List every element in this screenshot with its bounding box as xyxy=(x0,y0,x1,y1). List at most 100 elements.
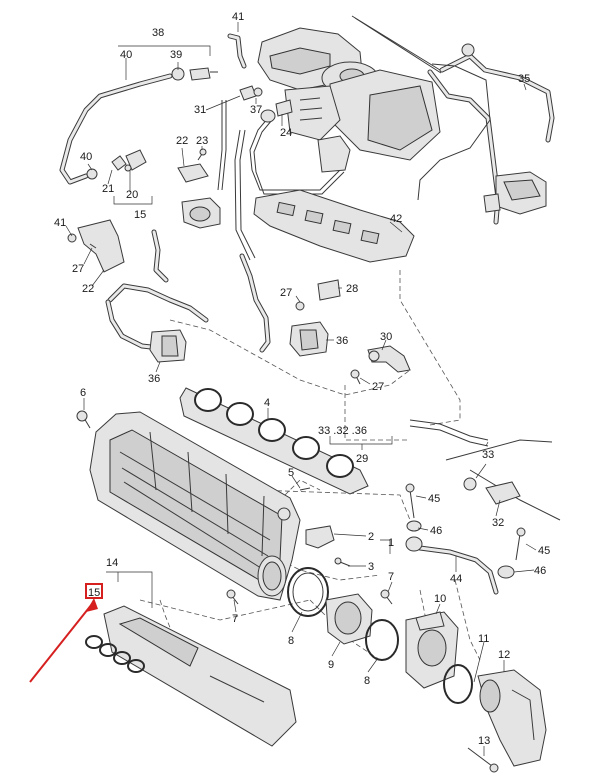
bracket-30 xyxy=(367,345,411,373)
label-43: 42 xyxy=(390,213,402,225)
bracket-24 xyxy=(177,163,209,183)
label-45-left: 45 xyxy=(428,493,440,505)
screw-7-right-head xyxy=(380,589,390,599)
bracket-32 xyxy=(485,481,521,505)
label-7-left: 7 xyxy=(232,613,238,625)
label-31: 31 xyxy=(194,104,206,116)
screw-3 xyxy=(339,561,351,567)
gasket-11 xyxy=(443,664,473,704)
clamp-33 xyxy=(463,477,477,491)
label-6: 6 xyxy=(80,387,86,399)
label-40-lower: 40 xyxy=(80,151,92,163)
fitting-39 xyxy=(189,67,211,81)
washer-46-left-b xyxy=(406,520,422,532)
solenoid-valve-left xyxy=(181,197,221,229)
label-15: 15 xyxy=(88,587,100,599)
screw-7-left-head xyxy=(226,589,236,599)
label-27-center: 27 xyxy=(280,287,292,299)
label-32: 32 xyxy=(492,517,504,529)
label-11: 11 xyxy=(478,633,489,645)
elbow-26-left xyxy=(260,109,276,123)
intake-pipe-12 xyxy=(477,669,547,767)
label-8-left: 8 xyxy=(288,635,294,647)
highlight-arrow-line xyxy=(29,603,93,683)
bracket-2 xyxy=(305,525,335,549)
screw-3-head xyxy=(334,557,342,565)
valve-36-left xyxy=(149,329,187,363)
label-14: 14 xyxy=(106,557,118,569)
bolt-6-head xyxy=(76,410,88,422)
label-33: 33 xyxy=(482,449,494,461)
hose-40 xyxy=(59,73,173,185)
part-31 xyxy=(239,85,257,101)
bolt-45-left xyxy=(409,489,415,519)
label-5: 5 xyxy=(288,467,294,479)
label-12: 12 xyxy=(498,649,510,661)
clamp-40 xyxy=(86,168,98,180)
bolt-13 xyxy=(467,747,493,767)
washer-46-right xyxy=(497,565,515,579)
screw-25-head xyxy=(199,148,207,156)
label-46-right: 46 xyxy=(534,565,546,577)
label-46-left: 46 xyxy=(430,525,442,537)
adapter-9 xyxy=(325,593,373,645)
bolt-45-right xyxy=(515,533,521,561)
label-41: 41 xyxy=(232,11,244,23)
label-10: 10 xyxy=(434,593,446,605)
bracket-23 xyxy=(77,219,125,273)
label-29: 29 xyxy=(356,453,368,465)
label-38: 38 xyxy=(152,27,164,39)
bolt-45-left-head xyxy=(405,483,415,493)
throttle-body-10 xyxy=(405,611,459,689)
label-33-32-36: 33 .32 .36 xyxy=(318,425,367,437)
bolt-42 xyxy=(67,233,77,243)
gasket-4 xyxy=(179,387,369,495)
label-8-right: 8 xyxy=(364,675,370,687)
bracket-28 xyxy=(317,279,341,301)
hose-clamp-top xyxy=(461,43,475,57)
top-rod-edge xyxy=(354,17,442,74)
bolt-45-right-head xyxy=(516,527,526,537)
label-2: 2 xyxy=(368,531,374,543)
washer-46-left xyxy=(405,536,423,552)
valve-center xyxy=(317,135,351,173)
part-37 xyxy=(253,87,263,97)
label-21: 20 xyxy=(126,189,138,201)
rail-43 xyxy=(253,189,415,263)
hose-29-33 xyxy=(409,419,561,521)
part-26 xyxy=(275,99,293,117)
label-13: 13 xyxy=(478,735,490,747)
gasket-8-left xyxy=(287,567,329,617)
label-27-left: 27 xyxy=(72,263,84,275)
solenoid-valve-right xyxy=(483,171,547,215)
part-22 xyxy=(111,155,127,171)
screw-27-left xyxy=(89,243,97,249)
label-28: 28 xyxy=(346,283,358,295)
label-24: 22 xyxy=(176,135,188,147)
label-45-right: 45 xyxy=(538,545,550,557)
label-35: 35 xyxy=(518,73,530,85)
label-3: 3 xyxy=(368,561,374,573)
label-22: 21 xyxy=(102,183,114,195)
label-20: 15 xyxy=(134,209,146,221)
label-25: 23 xyxy=(196,135,208,147)
label-4: 4 xyxy=(264,397,270,409)
wire-harness-top xyxy=(217,100,345,261)
label-42: 41 xyxy=(54,217,66,229)
label-7-right: 7 xyxy=(388,571,394,583)
bolt-13-head xyxy=(489,763,499,773)
screw-5 xyxy=(299,487,311,491)
label-27-right: 27 xyxy=(372,381,384,393)
label-37: 37 xyxy=(250,104,262,116)
label-39: 39 xyxy=(170,49,182,61)
label-36-center: 36 xyxy=(336,335,348,347)
hose-36-lower xyxy=(105,253,271,353)
label-44: 44 xyxy=(450,573,462,585)
pipe-44 xyxy=(417,545,499,595)
callout-labels: 38 40 39 41 31 37 24 40 22 23 21 20 15 3… xyxy=(54,11,550,747)
label-9: 9 xyxy=(328,659,334,671)
leader-lines xyxy=(65,22,537,756)
screw-27-right-head xyxy=(350,369,360,379)
gasket-8-right xyxy=(365,619,399,661)
